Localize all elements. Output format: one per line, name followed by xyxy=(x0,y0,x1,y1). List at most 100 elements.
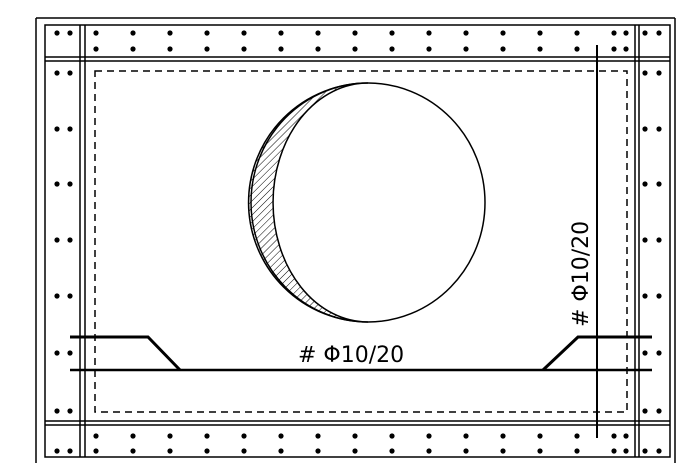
rebar-dot-right xyxy=(642,70,648,76)
rebar-dot-corner xyxy=(54,448,60,454)
rebar-dot-top xyxy=(500,30,506,36)
rebar-dot-top xyxy=(537,46,543,52)
rebar-dot-top xyxy=(241,30,247,36)
rebar-dot-right xyxy=(642,408,648,414)
rebar-dot-left xyxy=(67,293,73,299)
wall-bands xyxy=(45,25,670,457)
rebar-dot-left xyxy=(54,70,60,76)
rebar-dot-top xyxy=(623,30,629,36)
rebar-dot-bottom xyxy=(611,433,617,439)
rebar-dot-right xyxy=(656,408,662,414)
rebar-dot-top xyxy=(389,46,395,52)
rebar-dot-top xyxy=(574,30,580,36)
rebar-dot-bottom xyxy=(167,433,173,439)
rebar-dot-top xyxy=(130,30,136,36)
rebar-dot-top xyxy=(352,30,358,36)
rebar-dot-top xyxy=(93,30,99,36)
rebar-dot-bottom xyxy=(389,433,395,439)
rebar-dot-left xyxy=(67,408,73,414)
rebar-dot-bottom xyxy=(315,433,321,439)
rebar-dot-left xyxy=(67,70,73,76)
rebar-dot-right xyxy=(642,181,648,187)
rebar-dot-top xyxy=(463,30,469,36)
rebar-dot-bottom xyxy=(93,448,99,454)
rebar-dot-top xyxy=(167,46,173,52)
rebar-dot-top xyxy=(426,30,432,36)
rebar-dot-top xyxy=(463,46,469,52)
rebar-dot-left xyxy=(54,293,60,299)
rebar-dot-bottom xyxy=(167,448,173,454)
rebar-dot-bottom xyxy=(130,448,136,454)
outer-wall-rect xyxy=(44,24,671,458)
rebar-dot-top xyxy=(574,46,580,52)
rebar-dot-bottom xyxy=(352,433,358,439)
rebar-dot-bottom xyxy=(537,433,543,439)
rebar-dot-right xyxy=(642,350,648,356)
rebar-dot-bottom xyxy=(278,448,284,454)
rebar-dot-left xyxy=(67,181,73,187)
rebar-dot-right xyxy=(656,70,662,76)
rebar-dot-left xyxy=(54,181,60,187)
rebar-dot-bottom xyxy=(241,448,247,454)
rebar-dot-top xyxy=(611,46,617,52)
rebar-dot-top xyxy=(278,46,284,52)
rebar-dot-top xyxy=(278,30,284,36)
rebar-dot-right xyxy=(642,293,648,299)
horizontal-rebar-label: # Φ10/20 xyxy=(298,343,404,368)
rebar-dot-top xyxy=(241,46,247,52)
rebar-dot-bottom xyxy=(130,433,136,439)
rebar-dot-corner xyxy=(67,448,73,454)
rebar-dot-bottom xyxy=(352,448,358,454)
rebar-dot-corner xyxy=(54,30,60,36)
rebar-dot-left xyxy=(67,350,73,356)
rebar-dot-left xyxy=(67,237,73,243)
rebar-dot-corner xyxy=(642,448,648,454)
rebar-dot-bottom xyxy=(93,433,99,439)
rebar-dots xyxy=(54,30,662,454)
rebar-dot-corner xyxy=(656,448,662,454)
rebar-dot-bottom xyxy=(315,448,321,454)
bent-rebars xyxy=(70,335,652,372)
rebar-dot-top xyxy=(315,30,321,36)
rebar-dot-top xyxy=(93,46,99,52)
rebar-dot-bottom xyxy=(204,448,210,454)
rebar-dot-bottom xyxy=(463,448,469,454)
rebar-dot-top xyxy=(315,46,321,52)
rebar-dot-top xyxy=(611,30,617,36)
rebar-dot-bottom xyxy=(537,448,543,454)
vertical-rebar-label: # Φ10/20 xyxy=(569,221,594,327)
rebar-dot-bottom xyxy=(241,433,247,439)
rebar-dot-right xyxy=(642,126,648,132)
right-bent-bar xyxy=(541,335,652,372)
rebar-dot-right xyxy=(656,350,662,356)
rebar-dot-left xyxy=(54,237,60,243)
hatched-crescent xyxy=(247,82,369,323)
rebar-dot-top xyxy=(537,30,543,36)
rebar-dot-top xyxy=(167,30,173,36)
rebar-dot-right xyxy=(642,237,648,243)
rebar-dot-corner xyxy=(656,30,662,36)
left-bent-bar xyxy=(70,335,182,372)
rebar-dot-bottom xyxy=(623,433,629,439)
rebar-dot-top xyxy=(352,46,358,52)
rebar-dot-top xyxy=(204,30,210,36)
rebar-dot-left xyxy=(54,408,60,414)
rebar-dot-top xyxy=(426,46,432,52)
rebar-dot-right xyxy=(656,237,662,243)
rebar-dot-top xyxy=(623,46,629,52)
rebar-dot-bottom xyxy=(426,448,432,454)
rebar-dot-bottom xyxy=(463,433,469,439)
rebar-dot-top xyxy=(389,30,395,36)
opening-circle xyxy=(250,82,486,323)
rebar-dot-bottom xyxy=(611,448,617,454)
circular-opening xyxy=(247,82,486,323)
rebar-dot-bottom xyxy=(623,448,629,454)
outer-frame xyxy=(35,17,676,463)
rebar-dot-left xyxy=(54,126,60,132)
rebar-dot-corner xyxy=(642,30,648,36)
rebar-dot-corner xyxy=(67,30,73,36)
rebar-dot-bottom xyxy=(574,448,580,454)
rebar-dot-bottom xyxy=(500,433,506,439)
rebar-dot-bottom xyxy=(278,433,284,439)
